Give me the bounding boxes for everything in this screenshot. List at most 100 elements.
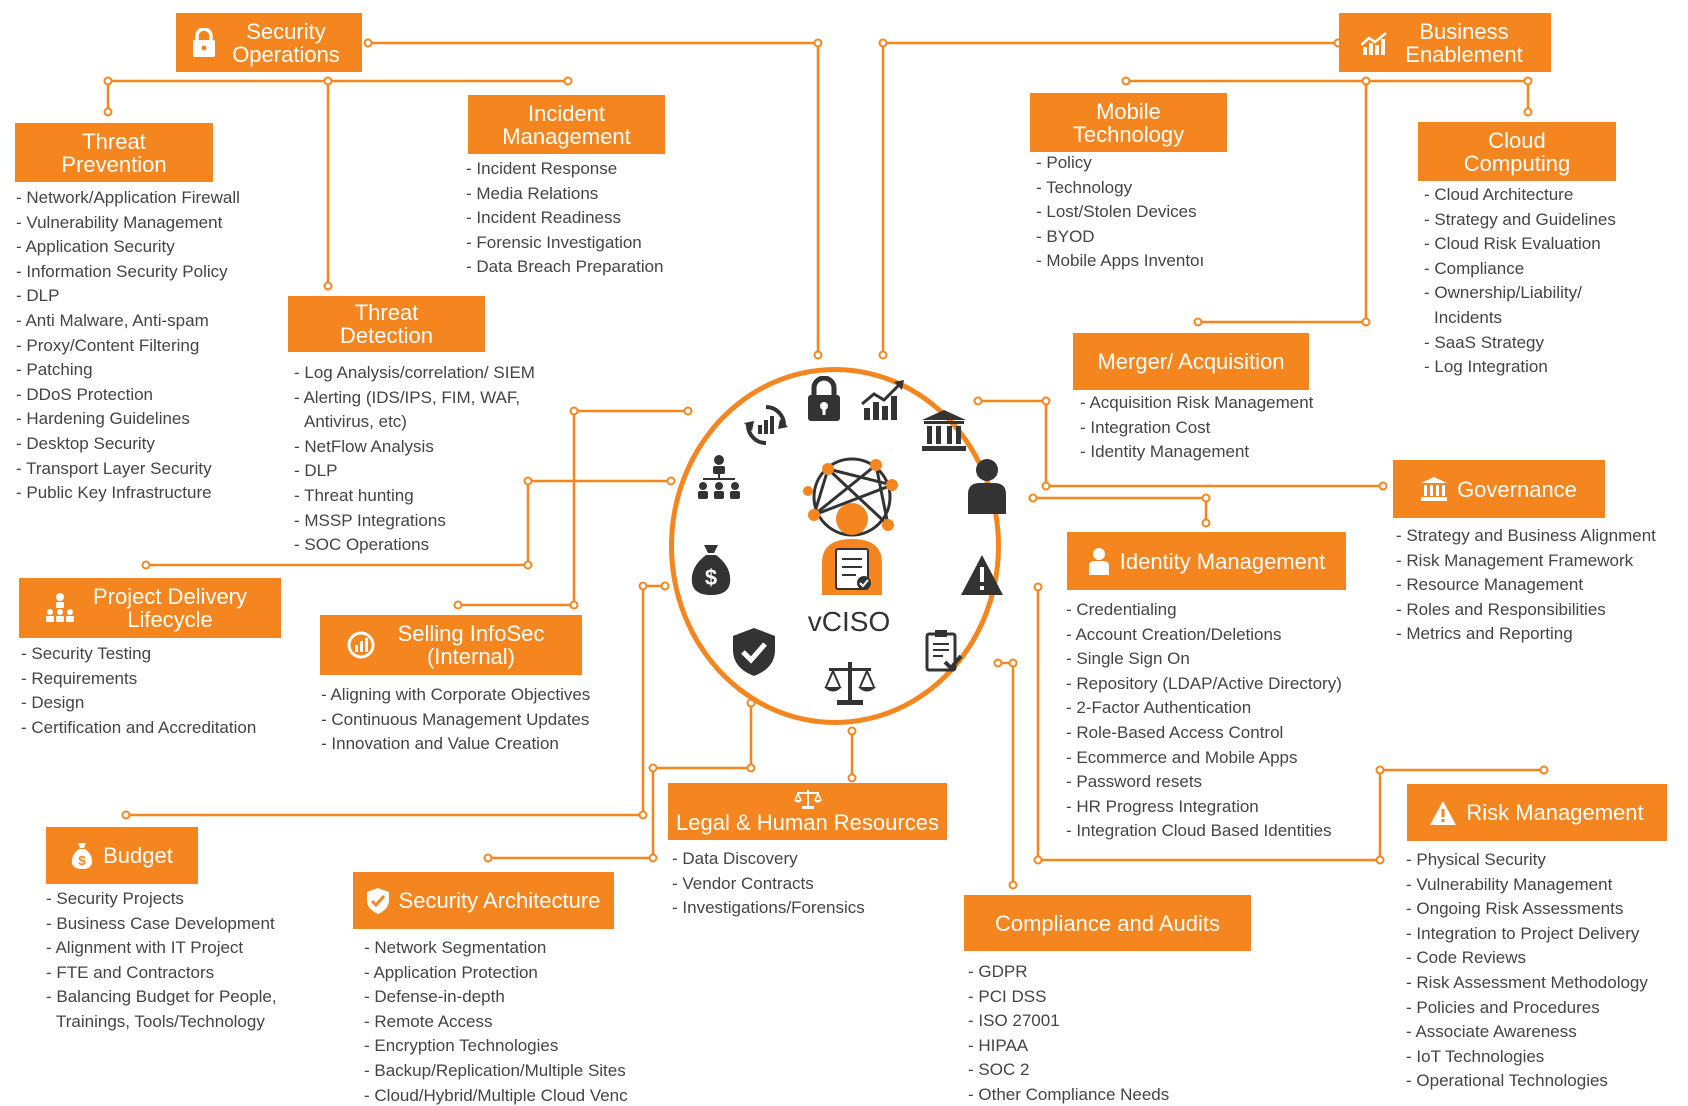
list-item-continuation: Antivirus, etc) <box>304 412 407 432</box>
list-item: Cloud Architecture <box>1424 183 1616 208</box>
shield-check-icon <box>733 628 775 676</box>
list-item: PCI DSS <box>968 985 1169 1010</box>
selling-infosec-title: Selling InfoSec (Internal) <box>397 621 545 669</box>
list-item: SOC 2 <box>968 1058 1169 1083</box>
list-item: Application Protection <box>364 961 628 986</box>
network-person-icon <box>803 457 898 595</box>
person-icon <box>1088 548 1109 575</box>
security-operations-title: Security Operations <box>232 18 340 67</box>
list-item: Credentialing <box>1066 598 1342 623</box>
list-item: DLP <box>16 284 240 309</box>
identity-management-box: Identity Management <box>1067 532 1346 590</box>
list-item: NetFlow Analysis <box>294 435 535 460</box>
list-item: ISO 27001 <box>968 1009 1169 1034</box>
list-item: Password resets <box>1066 770 1342 795</box>
governance-title: Governance <box>1457 476 1577 502</box>
list-item: HIPAA <box>968 1034 1169 1059</box>
list-item: Data Discovery <box>672 847 865 872</box>
warning-icon <box>961 555 1003 595</box>
threat-detection-title: Threat Detection <box>340 300 433 348</box>
merger-acquisition-box: Merger/ Acquisition <box>1073 333 1309 390</box>
list-item: Threat hunting <box>294 484 535 509</box>
list-item: Metrics and Reporting <box>1396 622 1656 647</box>
list-item: Cloud/Hybrid/Multiple Cloud Venc <box>364 1084 627 1106</box>
list-item: Alignment with IT Project <box>46 936 277 961</box>
mobile-technology-list: Policy Technology Lost/Stolen Devices BY… <box>1036 151 1204 274</box>
list-item: Integration Cost <box>1080 416 1313 441</box>
bank-icon <box>922 410 966 451</box>
list-item: Encryption Technologies <box>364 1034 628 1059</box>
scales-icon <box>793 790 822 809</box>
growth-chart-icon <box>861 380 904 420</box>
list-item: Aligning with Corporate Objectives <box>321 683 590 708</box>
budget-list: Security Projects Business Case Developm… <box>46 887 277 1035</box>
list-item: Risk Assessment Methodology <box>1406 971 1648 996</box>
selling-infosec-box: Selling InfoSec (Internal) <box>320 615 582 675</box>
identity-management-list: Credentialing Account Creation/Deletions… <box>1066 598 1342 844</box>
legal-hr-list: Data Discovery Vendor Contracts Investig… <box>672 847 865 921</box>
list-item: HR Progress Integration <box>1066 795 1342 820</box>
list-item: Alerting (IDS/IPS, FIM, WAF, <box>294 386 535 411</box>
list-item: Policies and Procedures <box>1406 996 1648 1021</box>
list-item: Innovation and Value Creation <box>321 732 590 757</box>
list-item: Forensic Investigation <box>466 231 664 256</box>
security-architecture-title: Security Architecture <box>398 888 601 913</box>
security-architecture-box: Security Architecture <box>353 872 614 929</box>
list-item: MSSP Integrations <box>294 509 535 534</box>
list-item: Vendor Contracts <box>672 872 865 897</box>
list-item: Mobile Apps Inventoı <box>1036 249 1204 274</box>
list-item: SaaS Strategy <box>1424 331 1616 356</box>
risk-management-box: Risk Management <box>1407 784 1667 841</box>
list-item: Log Analysis/correlation/ SIEM <box>294 361 535 386</box>
list-item: Incident Readiness <box>466 206 664 231</box>
risk-management-list: Physical Security Vulnerability Manageme… <box>1406 848 1648 1094</box>
list-item: Transport Layer Security <box>16 457 240 482</box>
refresh-chart-icon <box>744 405 788 445</box>
list-item: Resource Management <box>1396 573 1656 598</box>
threat-prevention-box: Threat Prevention <box>15 123 213 182</box>
list-item: DDoS Protection <box>16 383 240 408</box>
money-bag-icon: $ <box>691 545 731 595</box>
list-item: Data Breach Preparation <box>466 255 663 280</box>
list-item: Code Reviews <box>1406 946 1648 971</box>
mobile-technology-box: Mobile Technology <box>1030 93 1227 152</box>
org-chart-icon <box>698 455 740 499</box>
list-item: Strategy and Guidelines <box>1424 208 1615 233</box>
list-item: Lost/Stolen Devices <box>1036 200 1204 225</box>
list-item: Cloud Risk Evaluation <box>1424 232 1616 257</box>
list-item: Identity Management <box>1080 440 1313 465</box>
incident-management-box: Incident Management <box>468 95 665 154</box>
budget-box: $ Budget <box>46 827 198 884</box>
project-delivery-title: Project Delivery Lifecycle <box>92 584 248 632</box>
list-item: Ecommerce and Mobile Apps <box>1066 746 1342 771</box>
list-item: Risk Management Framework <box>1396 549 1656 574</box>
cloud-computing-title: Cloud Computing <box>1463 127 1571 176</box>
compliance-audits-box: Compliance and Audits <box>964 895 1251 951</box>
list-item: Desktop Security <box>16 432 240 457</box>
list-item: Anti Malware, Anti-spam <box>16 309 240 334</box>
identity-management-title: Identity Management <box>1119 548 1326 574</box>
cloud-computing-list: Cloud Architecture Strategy and Guidelin… <box>1424 183 1616 380</box>
risk-management-title: Risk Management <box>1466 800 1644 825</box>
person-icon <box>968 459 1006 514</box>
list-item: Vulnerability Management <box>16 211 240 236</box>
business-enablement-title: Business Enablement <box>1405 18 1523 67</box>
merger-acquisition-list: Acquisition Risk Management Integration … <box>1080 391 1313 465</box>
security-architecture-list: Network Segmentation Application Protect… <box>364 936 628 1106</box>
list-item: Log Integration <box>1424 355 1616 380</box>
list-item: Acquisition Risk Management <box>1080 391 1313 416</box>
money-bag-icon: $ <box>72 842 93 869</box>
list-item: Backup/Replication/Multiple Sites <box>364 1059 628 1084</box>
compliance-audits-list: GDPR PCI DSS ISO 27001 HIPAA SOC 2 Other… <box>968 960 1169 1106</box>
list-item: Role-Based Access Control <box>1066 721 1342 746</box>
threat-prevention-list: Network/Application Firewall Vulnerabili… <box>16 186 240 506</box>
lock-icon <box>808 376 840 421</box>
list-item: Policy <box>1036 151 1204 176</box>
governance-list: Strategy and Business Alignment Risk Man… <box>1396 524 1656 647</box>
list-item: SOC Operations <box>294 533 535 558</box>
lock-icon <box>193 27 215 57</box>
list-item-continuation: Trainings, Tools/Technology <box>56 1011 265 1031</box>
selling-infosec-list: Aligning with Corporate Objectives Conti… <box>321 683 590 757</box>
